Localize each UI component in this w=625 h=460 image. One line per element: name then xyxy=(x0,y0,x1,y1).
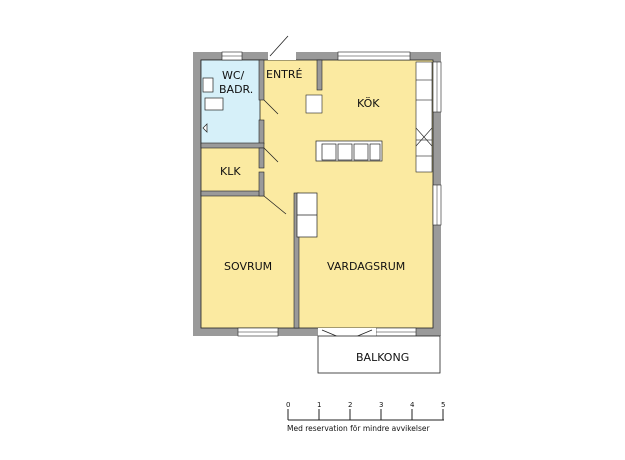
scale-tick-2: 2 xyxy=(348,401,352,409)
kitchen-counter xyxy=(415,61,433,173)
bathroom-fixtures xyxy=(202,77,224,133)
room-label-vardagsrum: VARDAGSRUM xyxy=(327,260,405,273)
scale-tick-3: 3 xyxy=(379,401,383,409)
room-label-kok: KÖK xyxy=(357,97,380,110)
window-lines xyxy=(222,55,438,333)
scale-tick-1: 1 xyxy=(317,401,321,409)
interior-walls xyxy=(200,59,323,329)
room-label-wc-badr: BADR. xyxy=(219,83,253,96)
room-label-sovrum: SOVRUM xyxy=(224,260,272,273)
door-swings xyxy=(263,99,287,215)
scale-bar: 0 1 2 3 4 5 Med reservation för mindre a… xyxy=(286,401,445,433)
scale-tick-5: 5 xyxy=(441,401,445,409)
room-label-klk: KLK xyxy=(220,165,241,178)
room-label-balkong: BALKONG xyxy=(356,351,409,364)
balcony xyxy=(317,335,441,374)
kitchen-island xyxy=(315,140,383,162)
scale-caption: Med reservation för mindre avvikelser xyxy=(287,424,431,433)
room-label-entre: ENTRÉ xyxy=(266,68,303,81)
entrance-door xyxy=(269,35,289,57)
entrance-gap xyxy=(268,52,296,60)
wardrobe xyxy=(296,192,318,238)
scale-tick-0: 0 xyxy=(286,401,290,409)
scale-tick-4: 4 xyxy=(410,401,415,409)
balcony-door-gap xyxy=(318,328,376,336)
room-label-wc: WC/ xyxy=(222,69,245,82)
